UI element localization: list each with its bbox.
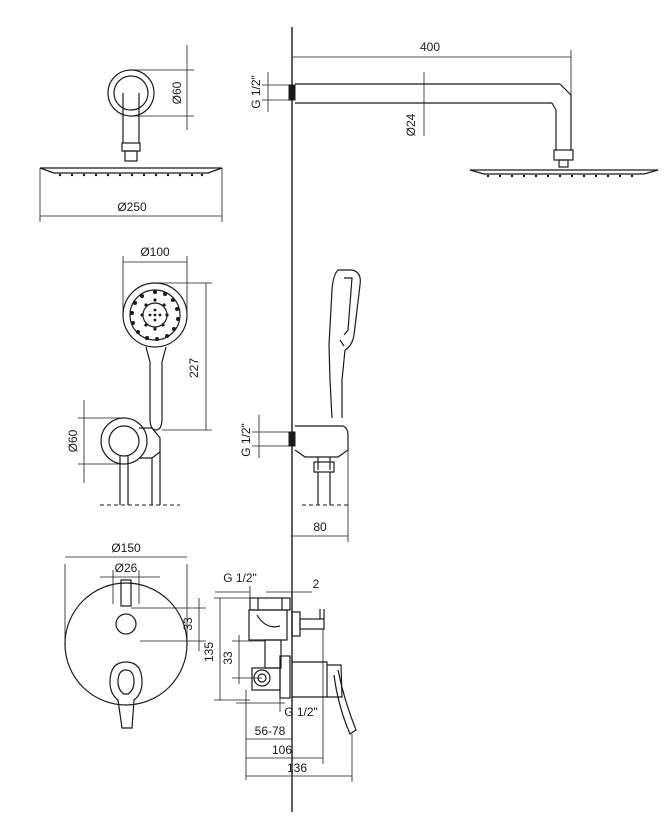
overhead-shower-side-view: [288, 83, 659, 178]
dimension-holder-diameter: Ø60: [66, 400, 124, 483]
dim-label-body-thread-top: G 1/2": [223, 571, 257, 585]
dim-label-plate-diameter: Ø150: [111, 541, 141, 555]
dimension-hand-thread: G 1/2": [239, 415, 289, 458]
dim-label-holder-depth: 80: [313, 520, 327, 534]
dimension-install-depth: 56-78: [245, 690, 292, 780]
dim-label-knob-offset: 33: [181, 617, 195, 631]
dimension-arm-diameter: Ø24: [404, 72, 425, 136]
dim-label-head-thread: G 1/2": [249, 75, 263, 109]
dim-label-depth-106: 106: [272, 743, 292, 757]
dim-label-flange-top: Ø60: [170, 81, 184, 104]
dim-label-holder-diameter: Ø60: [66, 429, 80, 452]
overhead-shower-front-view: [39, 69, 223, 177]
dimension-knob-offset: 33: [131, 598, 206, 651]
dim-label-knob-diameter: Ø26: [115, 561, 138, 575]
dim-label-body-height: 135: [202, 642, 216, 662]
dim-label-hand-length: 227: [187, 358, 201, 378]
mixer-front-view: [64, 579, 188, 729]
hand-shower-front-view: [100, 282, 188, 505]
dim-label-body-thread-bottom: G 1/2": [284, 705, 318, 719]
dimension-hand-head-diameter: Ø100: [122, 245, 188, 315]
dim-label-arm-diameter: Ø24: [404, 113, 418, 136]
dimension-head-diameter: Ø250: [39, 168, 223, 222]
dimension-holder-depth: 80: [292, 450, 349, 542]
dim-label-port-offset: 33: [221, 651, 235, 665]
dimension-knob-diameter: Ø26: [100, 561, 160, 604]
dimension-depth-136: 136: [246, 734, 353, 782]
dimension-port-offset: 33: [221, 635, 265, 684]
dim-label-install-depth: 56-78: [255, 724, 286, 738]
dimension-plate-diameter: Ø150: [64, 541, 188, 644]
dim-label-hand-head-diameter: Ø100: [140, 245, 170, 259]
dimension-body-thread-bottom: G 1/2": [236, 697, 318, 719]
mixer-side-view: [248, 597, 357, 735]
dim-label-depth-136: 136: [287, 761, 307, 775]
dim-label-wall-gap: 2: [313, 577, 320, 591]
dim-label-head-diameter: Ø250: [117, 200, 147, 214]
dimension-arm-length: 400: [292, 40, 572, 95]
dim-label-hand-thread: G 1/2": [239, 423, 253, 457]
dimension-flange-top: Ø60: [131, 45, 194, 130]
dimension-depth-106: 106: [246, 629, 324, 764]
dimension-wall-gap: 2: [266, 577, 320, 593]
dimension-body-thread-top: G 1/2": [215, 571, 257, 598]
dimension-hand-length: 227: [155, 282, 212, 431]
dim-label-400: 400: [420, 40, 440, 54]
hand-shower-side-view: [288, 269, 361, 505]
dimension-body-height: 135: [202, 597, 250, 701]
dimension-head-thread: G 1/2": [249, 72, 289, 112]
